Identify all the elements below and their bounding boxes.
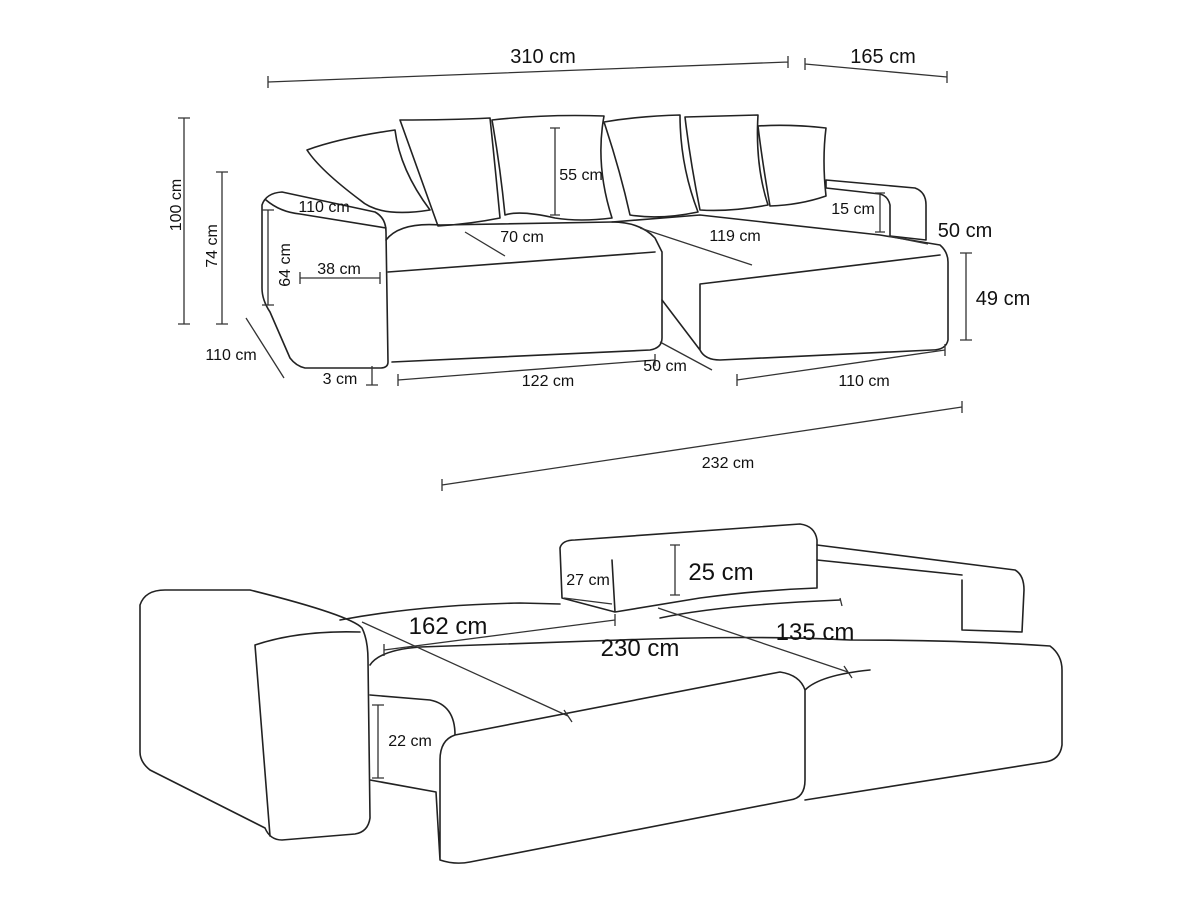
- bed-mattress: [339, 599, 1063, 864]
- label-backrest-depth: 27 cm: [566, 572, 610, 589]
- sofa-bed-drawing: [139, 523, 1063, 864]
- top-labels: 310 cm 165 cm 100 cm 74 cm 64 cm 110 cm …: [168, 46, 1030, 472]
- label-seat-width: 122 cm: [522, 373, 574, 390]
- label-overall-width: 310 cm: [510, 46, 576, 68]
- label-chaise-height: 49 cm: [976, 288, 1030, 310]
- label-arm-height: 64 cm: [277, 243, 294, 287]
- label-chaise-length: 232 cm: [702, 455, 754, 472]
- label-backrest-height: 25 cm: [688, 559, 753, 586]
- label-gap-width: 50 cm: [643, 358, 687, 375]
- label-depth: 110 cm: [205, 347, 256, 364]
- cushions: [306, 114, 827, 227]
- label-chaise-front-width: 110 cm: [838, 373, 889, 390]
- label-back-height: 74 cm: [204, 224, 221, 268]
- label-total-height: 100 cm: [168, 179, 185, 231]
- bed-labels: 27 cm 25 cm 162 cm 230 cm 135 cm 22 cm: [388, 559, 854, 750]
- bed-right-armrest: [816, 544, 1025, 633]
- bed-backrest: [559, 523, 818, 613]
- label-chaise-seat-depth: 119 cm: [709, 228, 760, 245]
- label-chaise-seat-height: 50 cm: [938, 220, 992, 242]
- label-leg-height: 3 cm: [323, 371, 358, 388]
- label-chaise-bed-length: 135 cm: [776, 619, 855, 646]
- label-bed-height: 22 cm: [388, 733, 432, 750]
- label-arm-length: 110 cm: [298, 199, 349, 216]
- label-arm-width: 38 cm: [317, 261, 361, 278]
- label-bed-width: 162 cm: [409, 613, 488, 640]
- label-seat-depth: 70 cm: [500, 229, 544, 246]
- label-chaise-width: 165 cm: [850, 46, 916, 68]
- label-bed-length: 230 cm: [601, 635, 680, 662]
- bed-dimension-lines: [361, 544, 853, 779]
- corner-sofa-drawing: [261, 114, 949, 369]
- top-dimension-lines: [178, 56, 972, 491]
- left-armrest: [261, 191, 389, 369]
- bed-left-armrest: [139, 589, 371, 841]
- label-chaise-back-width: 15 cm: [831, 201, 875, 218]
- label-cushion-height: 55 cm: [559, 167, 603, 184]
